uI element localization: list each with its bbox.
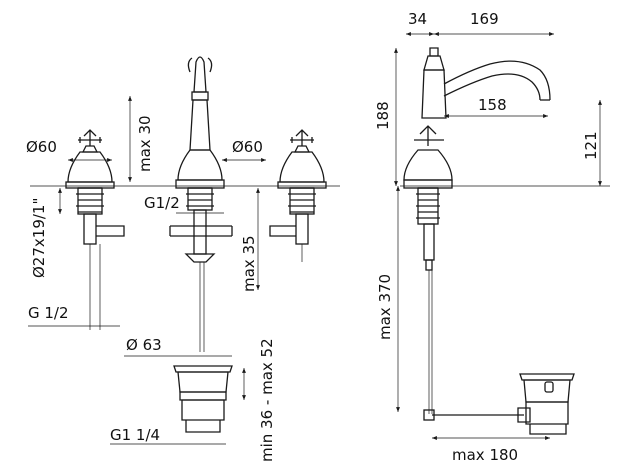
- spout-column: [189, 99, 211, 151]
- label-thread-shank: Ø27x19/1": [30, 198, 48, 278]
- spout-tip: [193, 56, 207, 93]
- side-waste-body: [523, 379, 571, 403]
- center-spout: [169, 56, 233, 352]
- label-overall-height: 188: [374, 101, 392, 130]
- right-threads: [288, 187, 316, 213]
- label-spout-reach: 169: [470, 10, 499, 28]
- left-cross-handle: [78, 129, 102, 146]
- right-bell-cover: [279, 151, 325, 183]
- label-handle-diameter-right: Ø60: [232, 138, 263, 156]
- right-flange: [277, 181, 327, 189]
- side-cross-handle: [414, 125, 444, 146]
- right-outlet: [269, 225, 296, 237]
- spout-ring: [191, 91, 209, 101]
- left-shank: [77, 187, 103, 215]
- label-max-height-body: max 30: [136, 115, 154, 172]
- left-bell-cover: [67, 151, 113, 183]
- spout-base-cover: [177, 149, 223, 181]
- left-threads: [76, 187, 104, 213]
- side-cap: [423, 55, 445, 71]
- side-waste-slot: [544, 381, 554, 393]
- side-bell-cover: [403, 149, 453, 181]
- label-waste-thread: G1 1/4: [110, 426, 160, 444]
- right-handle-collar: [293, 145, 311, 153]
- side-view: 34 169 158 188 121 max 370 max 180: [374, 10, 610, 464]
- right-cross-handle: [290, 129, 314, 146]
- side-waste-flange: [519, 373, 575, 381]
- label-waste-range: min 36 - max 52: [258, 338, 276, 462]
- left-flange: [65, 181, 115, 189]
- label-max-depth: max 35: [240, 235, 258, 292]
- spout-threads: [186, 187, 214, 207]
- waste-tail: [181, 399, 225, 433]
- label-spout-projection: 158: [478, 96, 507, 114]
- label-rod-length: max 370: [376, 274, 394, 340]
- side-flange: [403, 179, 453, 189]
- front-view: Ø60 Ø60 max 30 Ø27x19/1" G1/2 max 35 G 1…: [26, 56, 340, 462]
- label-handle-diameter-left: Ø60: [26, 138, 57, 156]
- side-waste-tail: [525, 401, 569, 435]
- left-valve: [65, 129, 125, 330]
- side-spout-upper: [443, 60, 551, 101]
- side-lever-base: [425, 259, 433, 271]
- spout-shank: [187, 187, 213, 211]
- side-threads: [416, 187, 440, 219]
- side-body: [423, 223, 435, 261]
- mixing-tee: [169, 225, 233, 237]
- spout-flange: [175, 179, 225, 189]
- left-outlet: [96, 225, 125, 237]
- side-lever: [429, 47, 439, 57]
- waste-flange: [173, 365, 233, 373]
- label-waste-flange: Ø 63: [126, 336, 162, 354]
- waste-nut: [179, 391, 227, 401]
- label-spout-offset: 34: [408, 10, 427, 28]
- label-waste-distance: max 180: [452, 446, 518, 464]
- right-valve: [269, 129, 327, 262]
- waste-body: [177, 371, 229, 393]
- pop-up-lever-base: [184, 253, 216, 263]
- right-shank: [289, 187, 315, 215]
- side-spout-lower: [443, 73, 541, 101]
- label-inlet-thread-center: G1/2: [144, 194, 180, 212]
- left-body: [83, 213, 97, 245]
- left-handle-collar: [81, 145, 99, 153]
- right-body: [295, 213, 309, 245]
- side-column: [421, 69, 447, 119]
- front-waste: [173, 365, 233, 433]
- label-inlet-thread-left: G 1/2: [28, 304, 69, 322]
- lever: [187, 57, 213, 73]
- spout-valve-body: [193, 209, 207, 255]
- label-spout-height: 121: [582, 131, 600, 160]
